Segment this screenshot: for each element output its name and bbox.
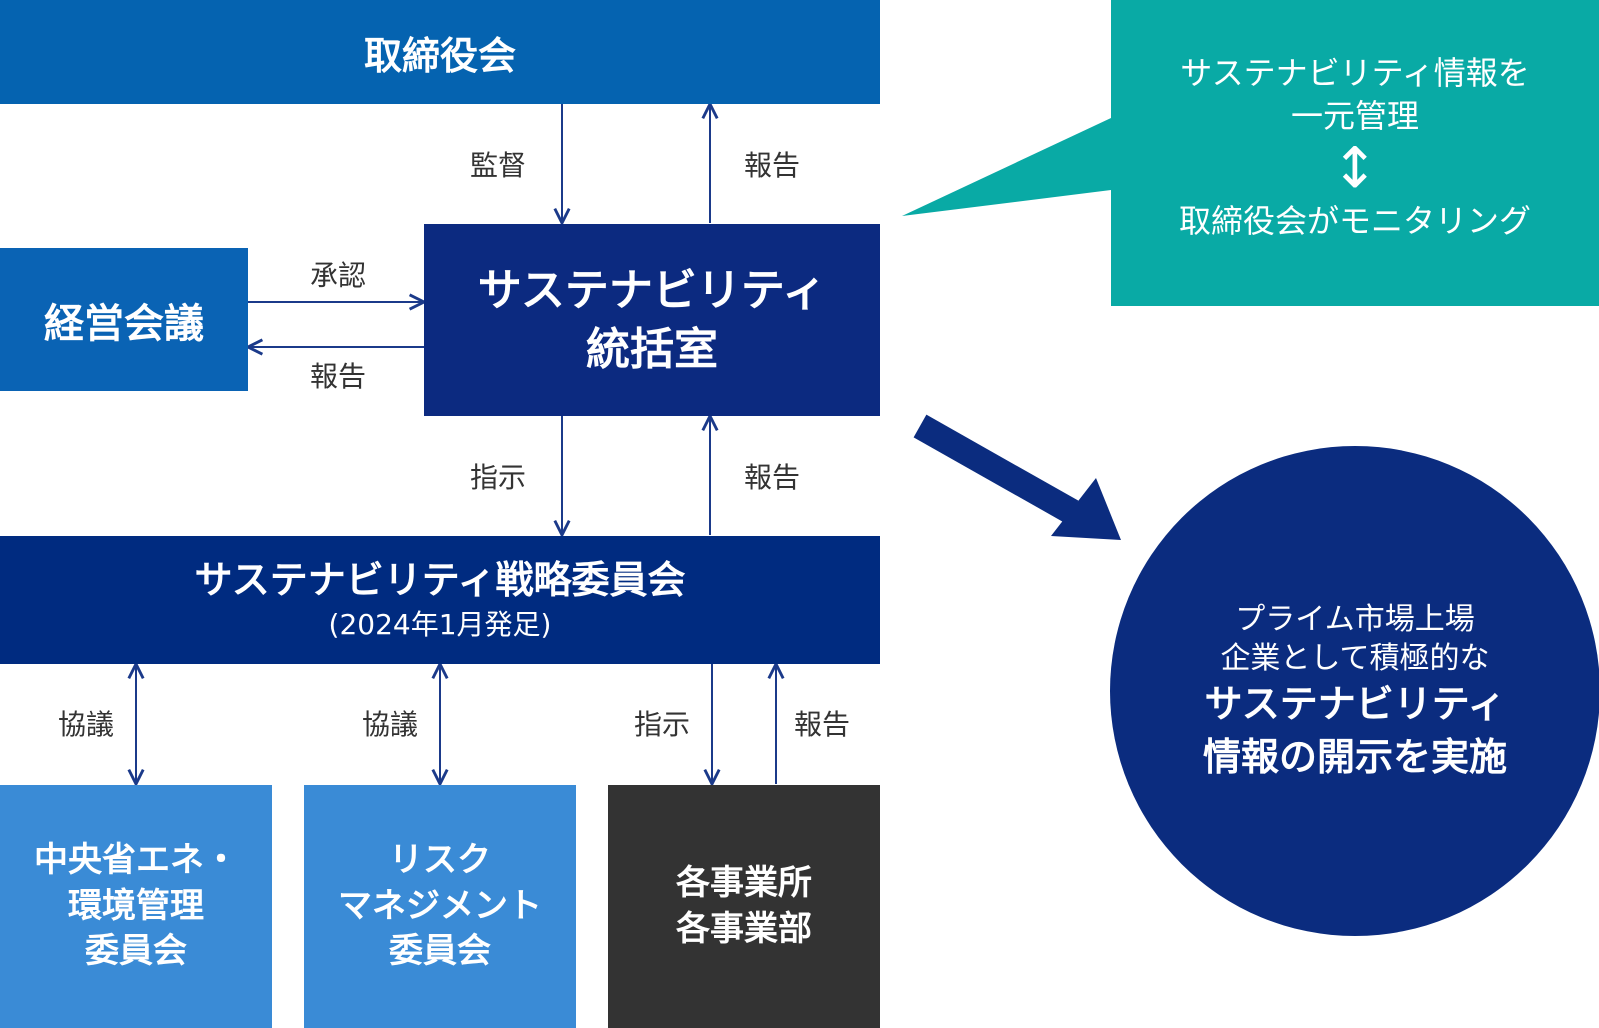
- callout-line2: 一元管理: [1290, 97, 1419, 136]
- circle-line1: プライム市場上場: [1235, 602, 1475, 637]
- report-to-management-label: 報告: [310, 360, 367, 393]
- board-label: 取締役会: [363, 33, 516, 78]
- risk-management-committee-box: リスク マネジメント 委員会: [304, 785, 576, 1028]
- committee1-line3: 委員会: [85, 931, 187, 972]
- disclosure-circle: [1110, 446, 1599, 936]
- report-to-board-label: 報告: [744, 149, 801, 182]
- committee1-line2: 環境管理: [68, 885, 204, 926]
- divisions-line1: 各事業所: [676, 862, 812, 903]
- callout-line1: サステナビリティ情報を: [1180, 54, 1530, 92]
- management-box: 経営会議: [0, 248, 248, 391]
- circle-line2: 企業として積極的な: [1220, 641, 1490, 676]
- committee2-line2: マネジメント: [338, 885, 542, 926]
- consult-2-label: 協議: [362, 708, 419, 741]
- divisions-box: 各事業所 各事業部: [608, 785, 880, 1028]
- approve-label: 承認: [310, 259, 367, 292]
- supervise-label: 監督: [470, 149, 527, 182]
- sustainability-office-box: サステナビリティ 統括室: [424, 224, 880, 416]
- management-label: 経営会議: [44, 300, 204, 347]
- report-from-divisions-label: 報告: [794, 708, 851, 741]
- divisions-line2: 各事業部: [676, 908, 812, 949]
- big-arrow-shaft: [913, 414, 1079, 524]
- circle-line4: 情報の開示を実施: [1202, 735, 1507, 780]
- report-to-office-label: 報告: [744, 461, 801, 494]
- strategy-committee-box: サステナビリティ戦略委員会 (2024年1月発足): [0, 536, 880, 664]
- callout-line3: 取締役会がモニタリング: [1178, 201, 1531, 240]
- callout-updown-icon: ↕: [1331, 136, 1379, 202]
- consult-1-label: 協議: [58, 708, 115, 741]
- instruct-strategy-label: 指示: [470, 461, 527, 494]
- committee2-line1: リスク: [389, 839, 491, 880]
- strategy-line2: (2024年1月発足): [328, 608, 552, 642]
- strategy-line1: サステナビリティ戦略委員会: [194, 557, 686, 602]
- board-box: 取締役会: [0, 0, 880, 104]
- circle-text: プライム市場上場 企業として積極的な サステナビリティ 情報の開示を実施: [1110, 600, 1599, 784]
- callout-pointer: [902, 118, 1111, 216]
- big-arrow-head: [1051, 478, 1121, 540]
- committee2-line3: 委員会: [389, 931, 491, 972]
- committee1-line1: 中央省エネ・: [34, 839, 238, 880]
- office-line2: 統括室: [586, 324, 718, 375]
- callout-box: [1111, 0, 1599, 306]
- office-line1: サステナビリティ: [477, 264, 827, 316]
- circle-line3: サステナビリティ: [1204, 682, 1506, 726]
- instruct-divisions-label: 指示: [634, 708, 691, 741]
- energy-environment-committee-box: 中央省エネ・ 環境管理 委員会: [0, 785, 272, 1028]
- callout-text: サステナビリティ情報を 一元管理 ↕ 取締役会がモニタリング: [1111, 52, 1599, 243]
